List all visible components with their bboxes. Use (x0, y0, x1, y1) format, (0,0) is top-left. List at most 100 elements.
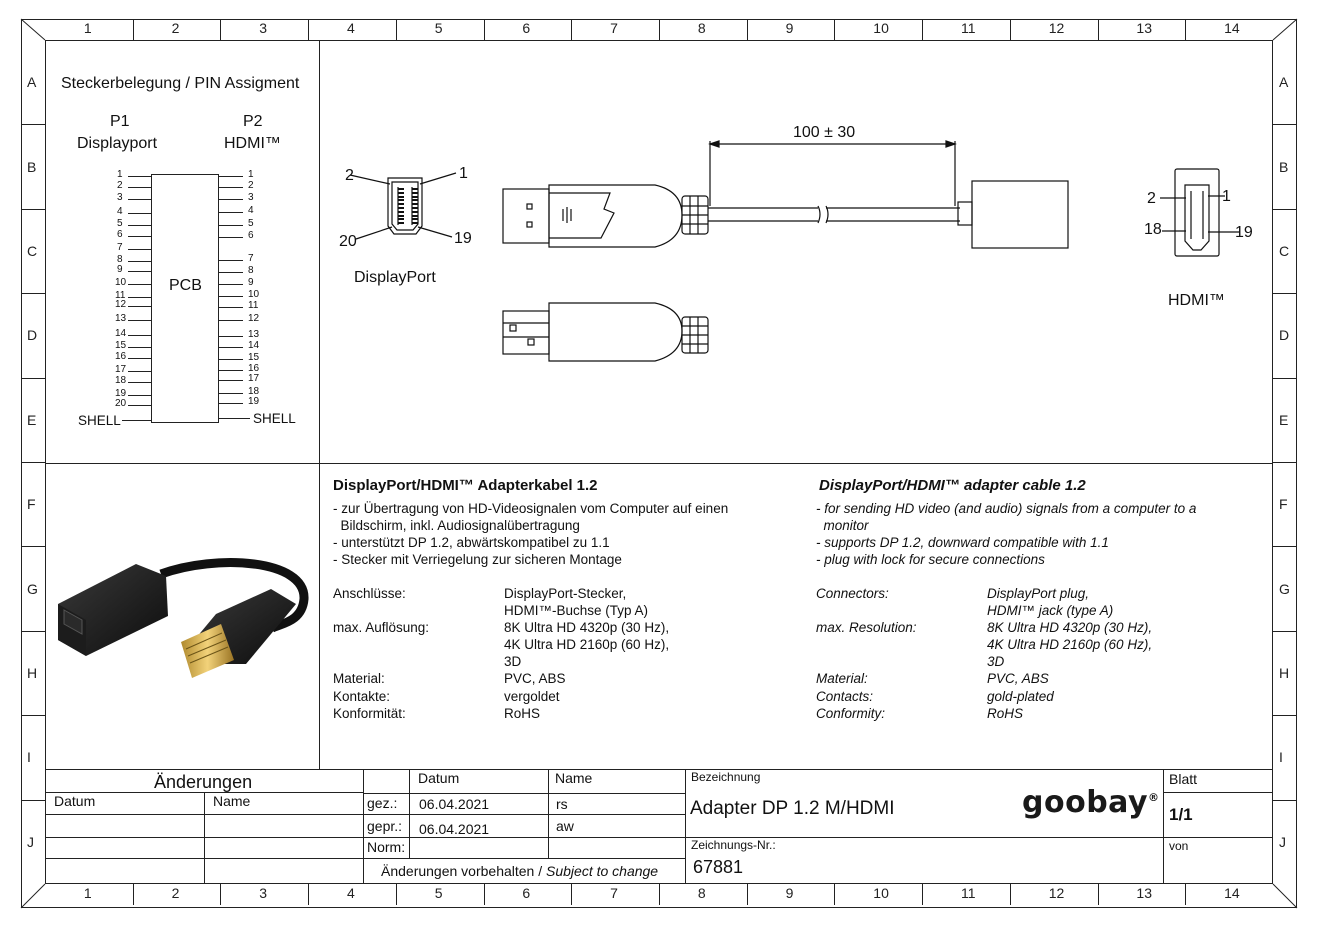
spec-de-value-resolution-2: 4K Ultra HD 2160p (60 Hz), (504, 637, 670, 652)
drawn-name: rs (556, 796, 568, 812)
column-label-top: 10 (873, 20, 889, 36)
column-label-bottom: 8 (697, 885, 706, 901)
drawn-date: 06.04.2021 (419, 796, 490, 812)
spec-de-value-connectors-1: DisplayPort-Stecker, (504, 586, 627, 601)
spec-de-label-conformity: Konformität: (333, 706, 406, 721)
pin-line (128, 271, 151, 272)
pin-number: 13 (115, 313, 127, 324)
row-label-left: B (27, 158, 37, 175)
dp-contact (398, 203, 404, 206)
row-label-left: J (27, 833, 34, 850)
column-tick (132, 884, 134, 905)
hdmi-pin-1: 1 (1222, 188, 1231, 205)
dp-plug-top (502, 140, 1069, 249)
tb-line-4 (45, 858, 685, 859)
column-label-bottom: 9 (785, 885, 794, 901)
sheet-value: 1/1 (1169, 805, 1193, 824)
pin-number: 6 (248, 230, 254, 241)
column-label-top: 2 (171, 20, 180, 36)
pin-line (128, 297, 151, 298)
tb-v-1 (204, 792, 205, 884)
row-tick (1273, 208, 1297, 210)
pin-line (128, 199, 151, 200)
drawing-no-label: Zeichnungs-Nr.: (691, 838, 776, 852)
pin-line (219, 320, 243, 321)
pin-line (128, 225, 151, 226)
row-tick (21, 208, 45, 210)
pin-number: 4 (248, 205, 254, 216)
column-label-bottom: 6 (522, 885, 531, 901)
dp-plug-side (502, 302, 709, 362)
spec-de-value-resolution-3: 3D (504, 654, 522, 669)
column-label-bottom: 10 (873, 885, 889, 901)
goobay-logo: goobay® (1022, 788, 1160, 818)
pin-number: 2 (117, 180, 123, 191)
pin-line (219, 359, 243, 360)
pin-number: 14 (115, 328, 127, 339)
row-tick (21, 546, 45, 548)
row-tick (1273, 124, 1297, 126)
column-label-top: 4 (347, 20, 355, 36)
spec-en-bullet-1: - for sending HD video (and audio) signa… (816, 501, 1197, 516)
adapter-product-photo (46, 464, 318, 766)
spec-en-value-conformity: RoHS (987, 706, 1024, 721)
pin-number: 20 (115, 398, 127, 409)
column-tick (395, 884, 397, 905)
shell-right-label: SHELL (253, 411, 296, 426)
tb-v-5 (685, 769, 686, 884)
row-label-left: C (27, 243, 38, 259)
column-label-top: 5 (434, 20, 443, 36)
column-tick (1097, 19, 1099, 40)
changes-name-header: Name (213, 793, 251, 809)
hdmi-front-view (1160, 168, 1240, 257)
row-label-right: A (1279, 74, 1289, 91)
pin-number: 10 (115, 277, 127, 288)
row-tick (21, 630, 45, 632)
tb-line-3 (45, 837, 1273, 838)
pin-number: 18 (115, 375, 127, 386)
row-tick (21, 715, 45, 717)
pin-line (219, 199, 243, 200)
hdmi-pin-18: 18 (1144, 221, 1162, 238)
tb-line-2 (45, 814, 685, 815)
pin-number: 18 (248, 386, 260, 397)
shell-left-line (122, 420, 151, 421)
pin-line (128, 306, 151, 307)
pin-number: 13 (248, 329, 260, 340)
pin-line (128, 236, 151, 237)
pin-line (128, 371, 151, 372)
column-tick (659, 19, 660, 40)
designation: Adapter DP 1.2 M/HDMI (690, 798, 895, 819)
pin-number: 8 (117, 254, 123, 265)
row-label-left: E (27, 411, 37, 428)
name-header: Name (555, 770, 593, 786)
dp-contact (412, 214, 418, 217)
column-label-top: 8 (697, 20, 706, 36)
row-label-left: F (27, 496, 36, 513)
column-tick (308, 19, 310, 40)
row-tick (21, 377, 45, 379)
changes-header: Änderungen (154, 772, 253, 792)
pin-line (219, 347, 243, 348)
pin-line (128, 335, 151, 336)
pin-line (219, 187, 243, 188)
brand-name: goobay (1022, 785, 1149, 820)
column-tick (659, 884, 660, 905)
row-tick (21, 462, 45, 463)
dp-connector-label: DisplayPort (354, 269, 436, 286)
pin-line (128, 176, 151, 177)
column-label-top: 14 (1224, 20, 1240, 36)
pin-number: 3 (117, 192, 123, 203)
pin-line (128, 358, 151, 359)
column-label-bottom: 3 (259, 885, 268, 901)
technical-drawing (349, 140, 1240, 362)
pin-line (128, 405, 151, 406)
row-label-right: E (1279, 411, 1289, 428)
datum-header: Datum (418, 770, 460, 786)
changes-date-header: Datum (54, 793, 96, 809)
dp-contact (412, 195, 418, 198)
row-label-left: G (27, 580, 38, 597)
row-label-right: B (1279, 158, 1289, 175)
spec-de-label-material: Material: (333, 671, 385, 686)
pin-number: 7 (117, 242, 123, 253)
